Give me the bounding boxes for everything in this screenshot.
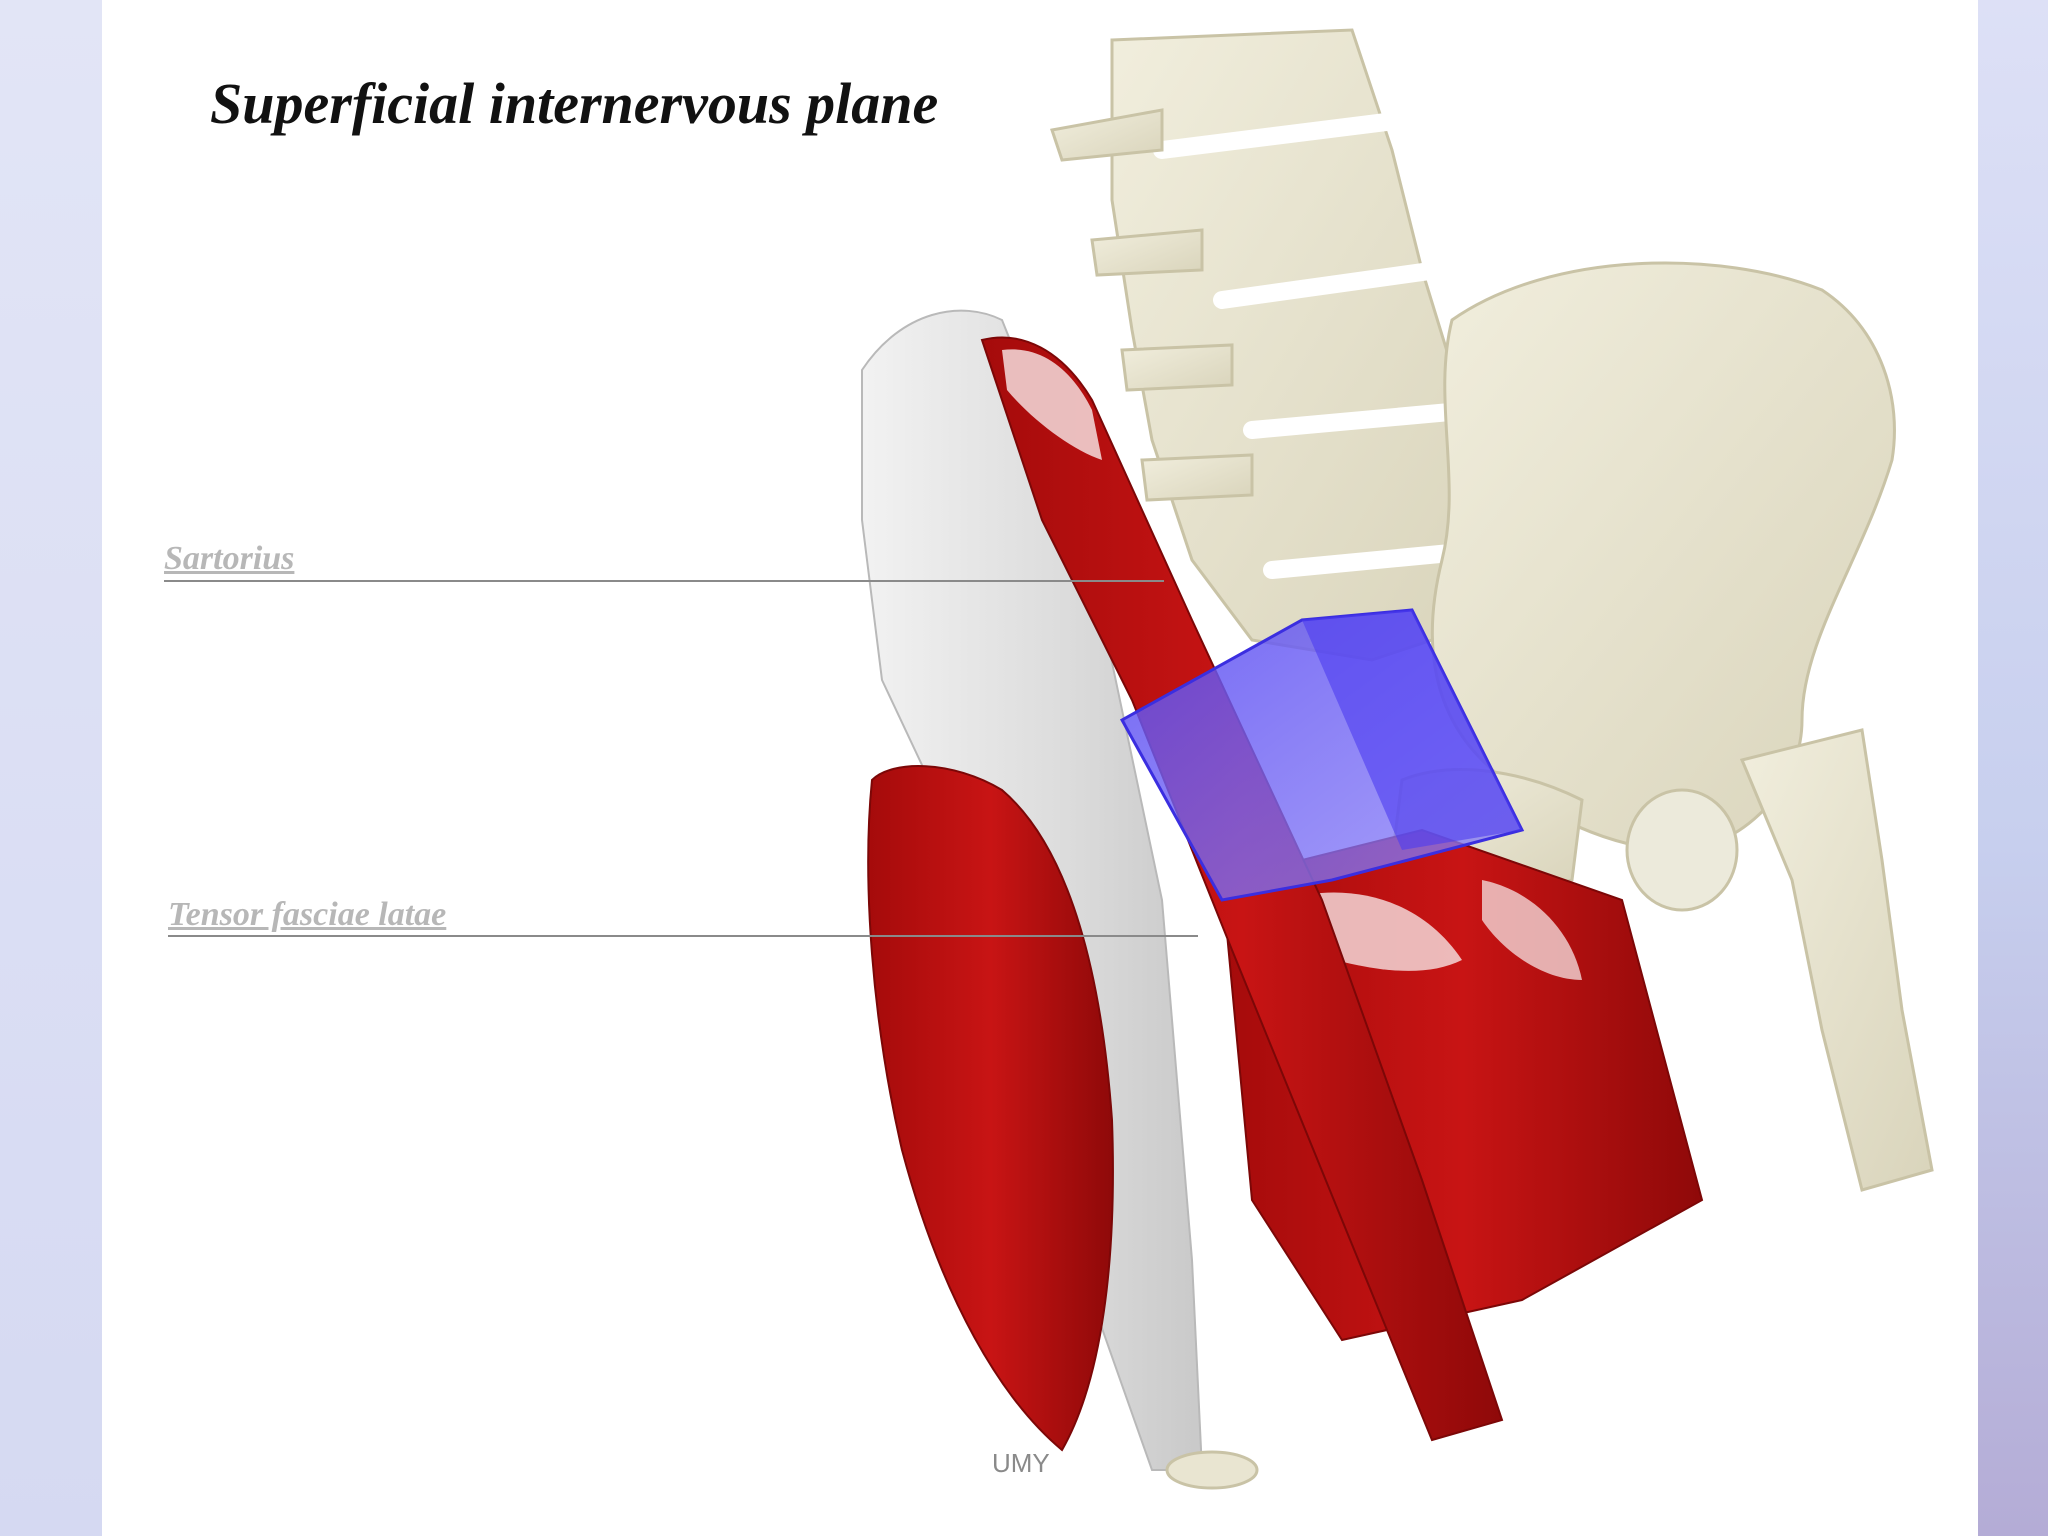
internervous-plane-highlight: [1119, 608, 1525, 902]
femur-stub: [1165, 1450, 1259, 1490]
tensor-fasciae-latae-leader-line: [168, 935, 1198, 937]
femur: [1625, 728, 1934, 1192]
slide-footer: UMY: [992, 1448, 1050, 1478]
background-left-margin: [0, 0, 102, 1536]
anatomy-illustration: [861, 28, 1934, 1490]
tensor-fasciae-latae-label: Tensor fasciae latae: [168, 896, 447, 933]
sartorius-leader-line: [164, 580, 1164, 582]
tensor-fasciae-latae-muscle: [861, 309, 1204, 1471]
lumbar-spine: [1050, 28, 1494, 662]
slide: Superficial internervous plane Sartorius…: [102, 0, 1978, 1536]
sartorius-label: Sartorius: [164, 540, 295, 577]
background-right-margin: [1978, 0, 2048, 1536]
slide-title: Superficial internervous plane: [210, 71, 939, 136]
